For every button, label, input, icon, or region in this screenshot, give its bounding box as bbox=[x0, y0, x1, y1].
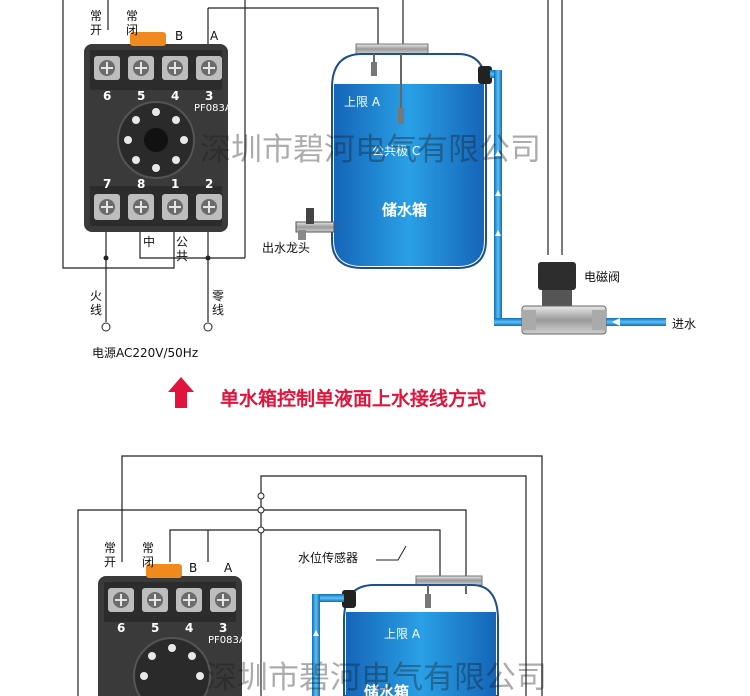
water-tank: 上限 A 公共极 C 储水箱 bbox=[331, 43, 492, 269]
top-term-6: 6 bbox=[103, 89, 111, 103]
relay-model: PF083A bbox=[194, 103, 232, 114]
bottom-term-7: 7 bbox=[103, 177, 111, 191]
relay-base: 6 5 4 3 PF083A 7 8 1 2 bbox=[84, 32, 232, 232]
faucet bbox=[295, 208, 335, 240]
relay-model-2: PF083A bbox=[208, 635, 246, 646]
bottom-diagram: 6 5 4 3 PF083A 常开 常闭 B A 水位传感器 上限 A 储水箱 bbox=[77, 455, 547, 696]
faucet-label: 出水龙头 bbox=[262, 241, 310, 255]
bottom-term-1: 1 bbox=[171, 177, 179, 191]
label-live-wire: 火线 bbox=[90, 289, 102, 317]
label-zhong: 中 bbox=[143, 234, 155, 249]
inlet-label: 进水 bbox=[672, 317, 696, 331]
relay-clip-2 bbox=[146, 564, 182, 578]
bottom-term-2: 2 bbox=[205, 177, 213, 191]
power-source-label: 电源AC220V/50Hz bbox=[92, 346, 198, 360]
top-term-4: 4 bbox=[171, 89, 179, 103]
watermark-bottom: 深圳市碧河电气有限公司 bbox=[206, 660, 547, 696]
up-arrow-icon bbox=[168, 377, 194, 408]
water-tank-2: 上限 A 储水箱 bbox=[342, 575, 499, 696]
relay-clip bbox=[130, 32, 166, 46]
label-normally-closed: 常闭 bbox=[126, 9, 138, 37]
caption: 单水箱控制单液面上水接线方式 bbox=[220, 387, 486, 410]
tank-common-electrode: 公共极 C bbox=[372, 144, 420, 158]
solenoid-valve bbox=[521, 262, 607, 335]
top-diagram: 6 5 4 3 PF083A 7 8 1 2 常开 常闭 B A 中 公共 火线… bbox=[62, 0, 696, 360]
b-label-b: B bbox=[189, 561, 197, 575]
tank-title: 储水箱 bbox=[382, 201, 427, 219]
inlet-pipe-2 bbox=[312, 594, 344, 696]
valve-label: 电磁阀 bbox=[584, 269, 620, 284]
bottom-screws bbox=[94, 194, 222, 220]
tank-upper-limit: 上限 A bbox=[344, 95, 381, 109]
relay-base-2: 6 5 4 3 PF083A bbox=[98, 564, 246, 696]
b-top-term-3: 3 bbox=[219, 621, 227, 635]
b-label-normally-open: 常开 bbox=[104, 541, 116, 569]
b-top-term-6: 6 bbox=[117, 621, 125, 635]
b-top-term-5: 5 bbox=[151, 621, 159, 635]
label-common: 公共 bbox=[176, 235, 188, 263]
top-wires bbox=[62, 0, 563, 322]
tank2-upper-limit: 上限 A bbox=[384, 627, 421, 641]
b-label-a: A bbox=[224, 561, 233, 575]
top-screws bbox=[94, 56, 222, 80]
label-b: B bbox=[175, 29, 183, 43]
b-top-term-4: 4 bbox=[185, 621, 193, 635]
label-neutral-wire: 零线 bbox=[212, 289, 224, 317]
caption-row: 单水箱控制单液面上水接线方式 bbox=[168, 377, 486, 410]
tank2-title: 储水箱 bbox=[364, 683, 409, 696]
bottom-term-8: 8 bbox=[137, 177, 145, 191]
watermark-top: 深圳市碧河电气有限公司 bbox=[200, 132, 541, 168]
sensor-label: 水位传感器 bbox=[298, 550, 358, 565]
label-a: A bbox=[210, 29, 219, 43]
top-term-5: 5 bbox=[137, 89, 145, 103]
label-normally-open: 常开 bbox=[90, 9, 102, 37]
b-label-normally-closed: 常闭 bbox=[142, 541, 154, 569]
bottom-wires bbox=[77, 455, 543, 696]
inlet-pipe bbox=[490, 70, 666, 326]
relay-top-labels: 常开 常闭 B A bbox=[90, 9, 219, 43]
top-term-3: 3 bbox=[205, 89, 213, 103]
